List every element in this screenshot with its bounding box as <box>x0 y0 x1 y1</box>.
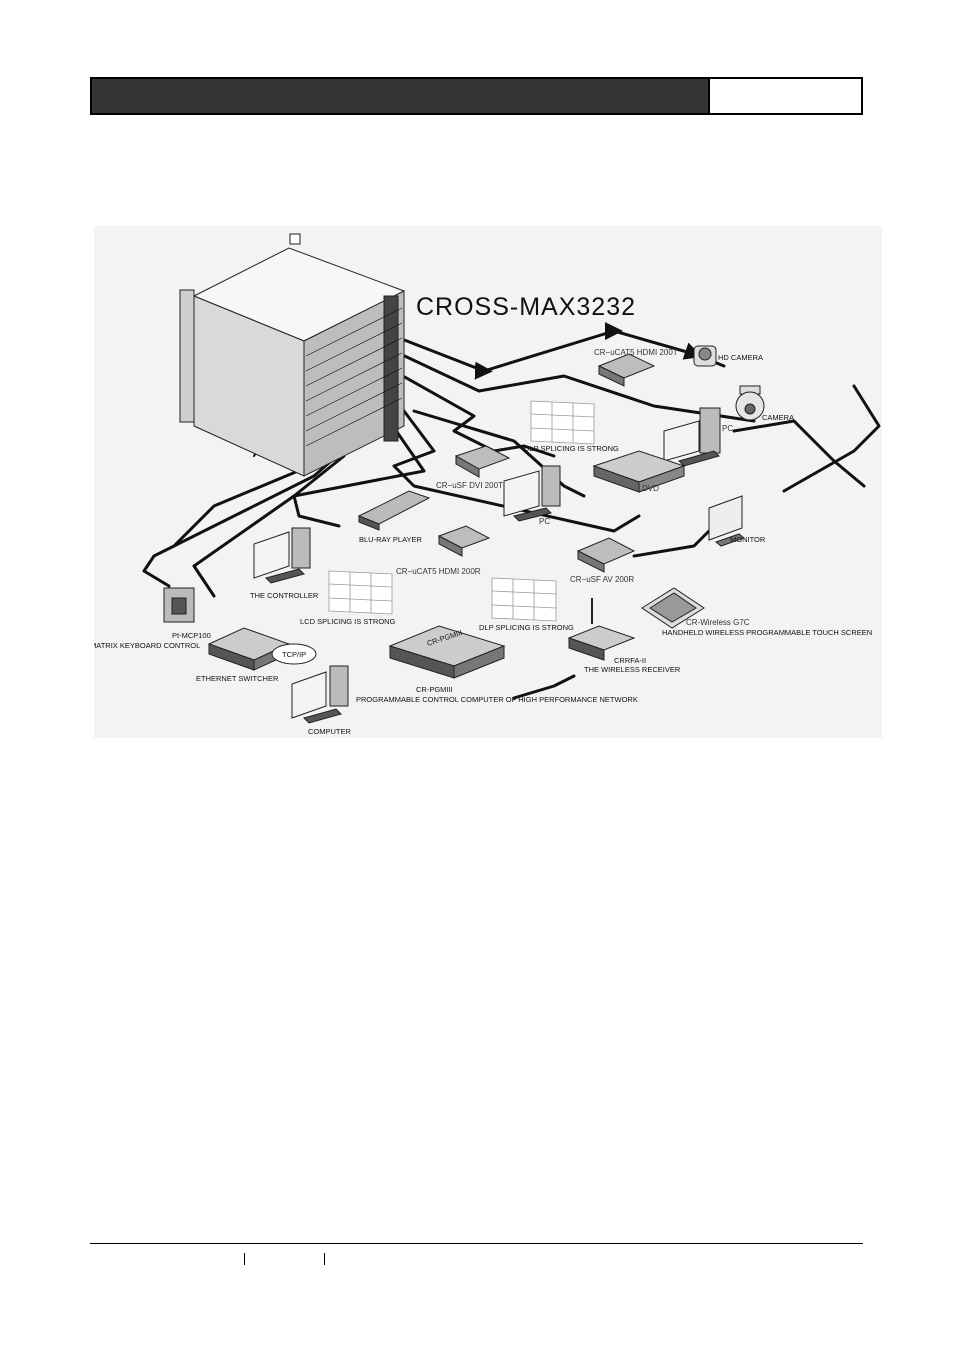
hdmi-transmitter-top <box>597 353 656 387</box>
label-pgm-desc: PROGRAMMABLE CONTROL COMPUTER OF HIGH PE… <box>356 695 638 704</box>
programmable-control-computer-icon <box>388 625 506 679</box>
label-pgm-model: CR-PGMIII <box>416 685 453 694</box>
label-pc-mid: PC <box>539 517 550 526</box>
label-dvi-tx: CR−uSF DVI 200T <box>436 481 503 490</box>
wireless-receiver-icon <box>567 598 636 661</box>
label-dvd: DVD <box>642 484 659 493</box>
lcd-wall <box>328 570 393 615</box>
label-tcpip: TCP/IP <box>282 650 306 659</box>
matrix-chassis <box>179 233 406 477</box>
pc-right-icon <box>663 407 721 467</box>
dvi-transmitter <box>454 445 511 478</box>
label-controller: THE CONTROLLER <box>250 591 319 600</box>
footer-divider <box>324 1253 325 1265</box>
header-bar <box>90 77 710 115</box>
label-wireless-model: CR-Wireless G7C <box>686 618 750 627</box>
monitor-icon <box>708 495 746 547</box>
label-rfa-desc: THE WIRELESS RECEIVER <box>584 665 681 674</box>
dome-camera-icon <box>735 385 765 421</box>
hd-camera-icon <box>693 345 717 367</box>
label-rfa-model: CRRFA-II <box>614 656 646 665</box>
pc-mid-icon <box>503 465 561 522</box>
label-hdmi-rx: CR−uCAT5 HDMI 200R <box>396 567 481 576</box>
keyboard-control-panel-icon <box>163 587 195 623</box>
header-page-box <box>710 77 863 115</box>
system-connection-diagram: CROSS-MAX3232 CR−uCAT5 HDMI 200T HD CAME… <box>94 226 882 738</box>
label-computer: COMPUTER <box>308 727 352 736</box>
label-wireless-desc: HANDHELD WIRELESS PROGRAMMABLE TOUCH SCR… <box>662 628 872 637</box>
label-pc-right: PC <box>722 424 733 433</box>
label-bluray: BLU-RAY PLAYER <box>359 535 423 544</box>
label-camera: CAMERA <box>762 413 794 422</box>
label-dlp-top: DLP SPLICING IS STRONG <box>524 444 619 453</box>
footer-divider <box>244 1253 245 1265</box>
footer-rule <box>90 1243 863 1244</box>
label-mcp-model: Pt-MCP100 <box>172 631 211 640</box>
bluray-player-icon <box>357 490 431 531</box>
hdmi-receiver <box>437 525 491 557</box>
label-dlp-bottom: DLP SPLICING IS STRONG <box>479 623 574 632</box>
label-monitor: MONITOR <box>730 535 766 544</box>
label-ethernet: ETHERNET SWITCHER <box>196 674 279 683</box>
dlp-wall-bottom <box>491 577 557 622</box>
dvd-player-icon <box>592 450 686 493</box>
label-av-rx: CR−uSF AV 200R <box>570 575 634 584</box>
label-mcp-desc: MATRIX KEYBOARD CONTROL <box>94 641 200 650</box>
dlp-wall-top <box>530 400 595 445</box>
controller-pc-icon <box>253 527 311 584</box>
computer-icon <box>291 665 349 724</box>
label-hdmi-tx: CR−uCAT5 HDMI 200T <box>594 348 678 357</box>
label-lcd: LCD SPLICING IS STRONG <box>300 617 396 626</box>
tcpip-cloud-icon <box>271 643 317 665</box>
av-receiver <box>576 537 636 573</box>
wireless-touch-screen-icon <box>641 587 705 629</box>
label-hd-camera: HD CAMERA <box>718 353 763 362</box>
diagram-title: CROSS-MAX3232 <box>416 293 636 321</box>
